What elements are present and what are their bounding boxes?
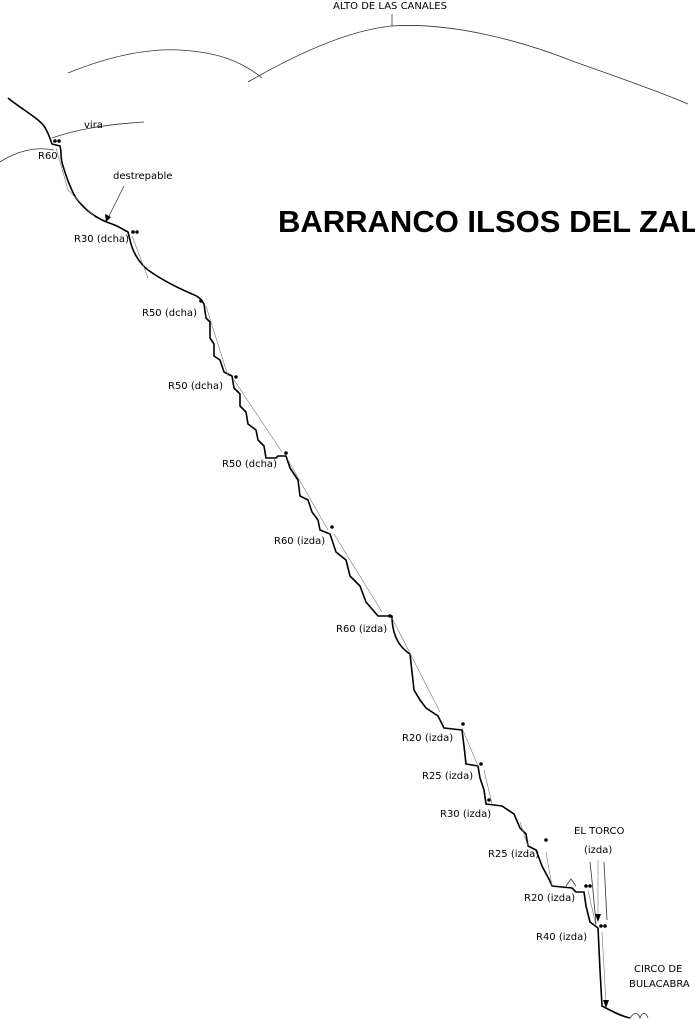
anchor-r60b xyxy=(388,614,392,618)
el-torco-channel-left xyxy=(589,861,597,925)
anchor-r60-2 xyxy=(57,139,61,143)
rappel-label: R50 (dcha) xyxy=(222,459,277,470)
rappel-label: R30 (izda) xyxy=(440,809,491,820)
anchor-r20b-2 xyxy=(588,884,592,888)
note-destrepable: destrepable xyxy=(113,171,172,182)
anchor-r50b xyxy=(234,375,238,379)
rappel-label: R25 (izda) xyxy=(488,849,539,860)
rappel-label: R20 (izda) xyxy=(524,893,575,904)
anchor-r30-1 xyxy=(131,230,135,234)
anchor-r50a xyxy=(199,299,203,303)
anchor-r20b-1 xyxy=(584,884,588,888)
rappel-label: R60 (izda) xyxy=(274,536,325,547)
page-title: BARRANCO ILSOS DEL ZALAMA xyxy=(278,204,695,239)
ridge-line-left xyxy=(67,49,263,79)
canyon-profile xyxy=(7,97,631,1019)
exit-label-line1: CIRCO DE xyxy=(634,964,682,975)
ledge-line-lower xyxy=(0,148,55,163)
anchor-r30-2 xyxy=(135,230,139,234)
ledge-line-upper xyxy=(51,121,145,139)
exit-boulders xyxy=(629,1013,649,1020)
anchor-r25a xyxy=(479,762,483,766)
anchor-r40-2 xyxy=(603,924,607,928)
rappel-label: R40 (izda) xyxy=(536,932,587,943)
rappel-label: R60 xyxy=(38,151,58,162)
summit-label: ALTO DE LAS CANALES xyxy=(333,1,447,12)
ridge-line-main xyxy=(247,25,689,105)
anchor-r30b xyxy=(487,798,491,802)
descent-route xyxy=(55,147,607,1005)
el-torco-side-label: (izda) xyxy=(584,845,612,856)
el-torco-channel-right xyxy=(603,861,608,921)
anchor-r50c xyxy=(284,451,288,455)
exit-arrowhead xyxy=(603,1000,609,1008)
note-vira: vira xyxy=(84,120,103,131)
anchor-r25b xyxy=(544,838,548,842)
anchors xyxy=(53,139,607,928)
boulder-outline xyxy=(565,878,577,887)
rappel-label: R30 (dcha) xyxy=(74,234,129,245)
destrepable-arrowhead xyxy=(105,214,111,222)
destrepable-pointer xyxy=(107,185,125,219)
anchor-r40-1 xyxy=(599,924,603,928)
rappel-label: R50 (dcha) xyxy=(168,381,223,392)
el-torco-arrowhead xyxy=(595,914,601,922)
rappel-label: R60 (izda) xyxy=(336,624,387,635)
el-torco-label: EL TORCO xyxy=(574,826,624,837)
rappel-label: R25 (izda) xyxy=(422,771,473,782)
anchor-r60-1 xyxy=(53,139,57,143)
rappel-label: R20 (izda) xyxy=(402,733,453,744)
rappel-label: R50 (dcha) xyxy=(142,308,197,319)
exit-label-line2: BULACABRA xyxy=(629,979,690,990)
anchor-r20a xyxy=(461,722,465,726)
anchor-r60a xyxy=(330,525,334,529)
